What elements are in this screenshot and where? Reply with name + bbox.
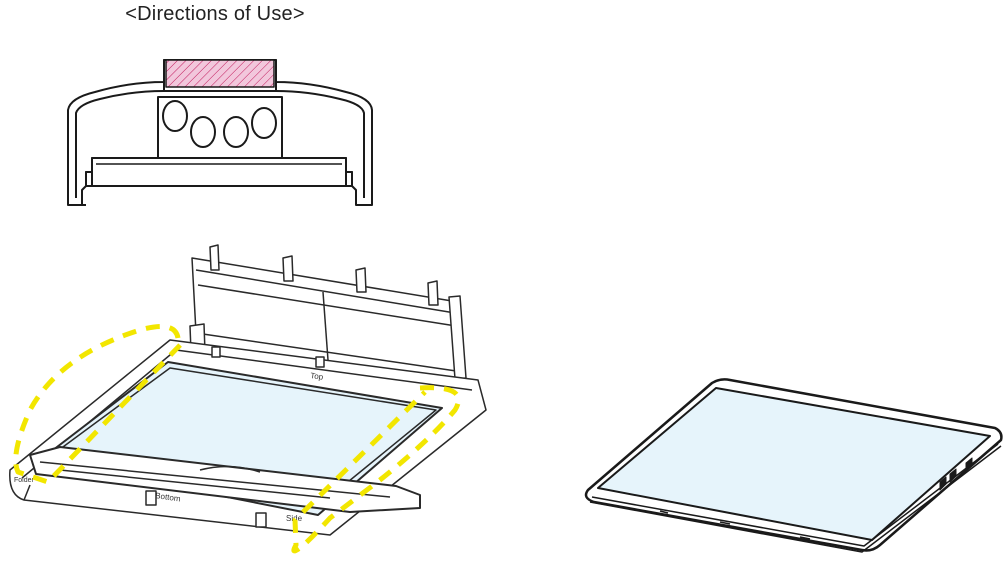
tray-label-left: Folder [14,477,35,484]
tray-label-bottom: Bottom [155,491,182,503]
page-title: <Directions of Use> [125,3,305,25]
folded-phone-icon [584,378,1003,553]
cross-section-icon [67,59,373,206]
applicator-tray-icon: Top Bottom Side Folder [9,244,487,554]
tray-label-top: Top [310,371,325,382]
adhesive-pad-icon [165,59,275,88]
guide-outline-right [291,385,461,554]
